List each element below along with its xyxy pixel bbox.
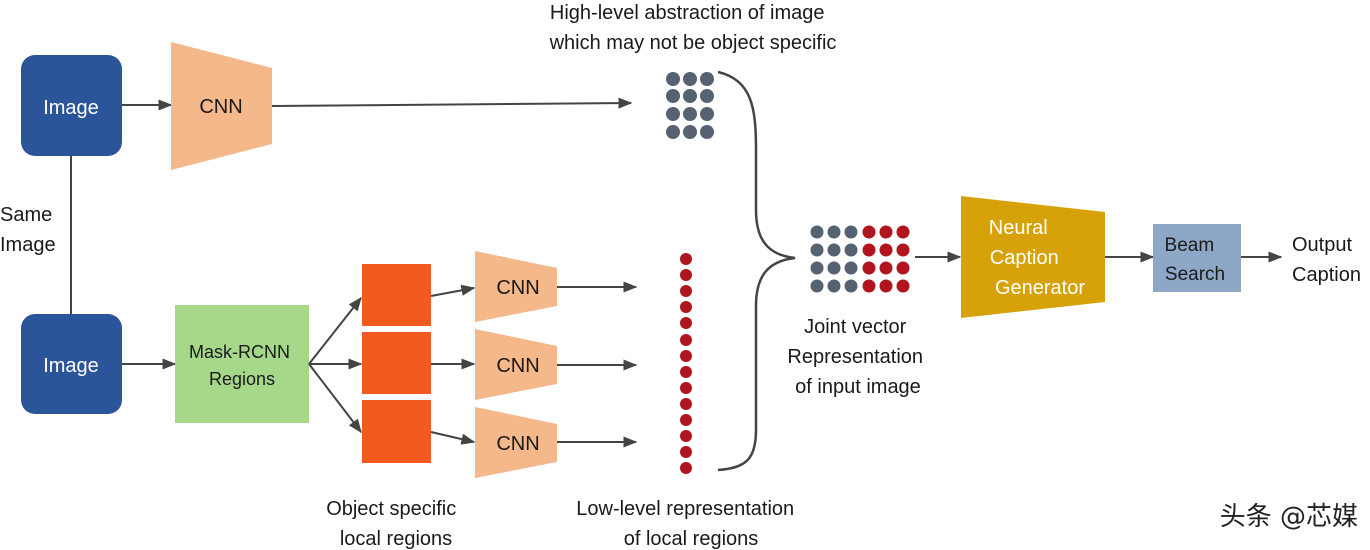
cnn-region-3: CNN bbox=[475, 407, 557, 478]
svg-text:CNN: CNN bbox=[496, 433, 539, 455]
same-image-label: Same Image bbox=[0, 204, 58, 256]
cnn-region-2: CNN bbox=[475, 329, 557, 400]
abstraction-dot-grid bbox=[666, 72, 714, 139]
watermark: 头条 @芯媒 bbox=[1220, 502, 1358, 532]
arrow-cnn-to-abstraction bbox=[271, 97, 633, 109]
svg-text:Image: Image bbox=[43, 355, 99, 377]
cnn-to-local-arrows bbox=[557, 281, 638, 448]
high-level-annotation: High-level abstraction of image which ma… bbox=[549, 2, 837, 54]
svg-text:Image: Image bbox=[43, 97, 99, 119]
mask-rcnn-box: Mask-RCNN Regions bbox=[175, 305, 309, 423]
svg-text:Beam Search: Beam Search bbox=[1165, 235, 1226, 285]
image-top-box: Image bbox=[21, 55, 122, 156]
svg-text:Neural Caption Gen: Neural Caption Generator bbox=[989, 217, 1086, 299]
region-fanout-arrows bbox=[308, 296, 363, 434]
object-region-boxes bbox=[362, 264, 431, 463]
joint-vector-annotation: Joint vector Representation of input ima… bbox=[787, 316, 928, 398]
svg-text:CNN: CNN bbox=[496, 277, 539, 299]
beam-search-box: Beam Search bbox=[1153, 224, 1241, 292]
object-regions-annotation: Object specific local regions bbox=[326, 498, 462, 550]
output-caption-label: Output Caption bbox=[1292, 234, 1361, 286]
low-level-annotation: Low-level representation of local region… bbox=[576, 498, 799, 550]
region-box-2 bbox=[362, 332, 431, 394]
image-bottom-box: Image bbox=[21, 314, 122, 414]
region-to-cnn-arrows bbox=[430, 284, 476, 445]
caption-generator: Neural Caption Generator bbox=[961, 196, 1105, 318]
cnn-top: CNN bbox=[171, 42, 272, 170]
merge-brace bbox=[717, 70, 796, 472]
cnn-region-1: CNN bbox=[475, 251, 557, 322]
svg-text:Mask-RCNN Regions: Mask-RCNN Regions bbox=[189, 342, 295, 389]
region-box-3 bbox=[362, 400, 431, 463]
joint-vector-grid bbox=[810, 225, 910, 293]
region-box-1 bbox=[362, 264, 431, 326]
svg-text:CNN: CNN bbox=[496, 355, 539, 377]
local-representation-dots bbox=[680, 253, 692, 474]
svg-text:CNN: CNN bbox=[199, 96, 242, 118]
